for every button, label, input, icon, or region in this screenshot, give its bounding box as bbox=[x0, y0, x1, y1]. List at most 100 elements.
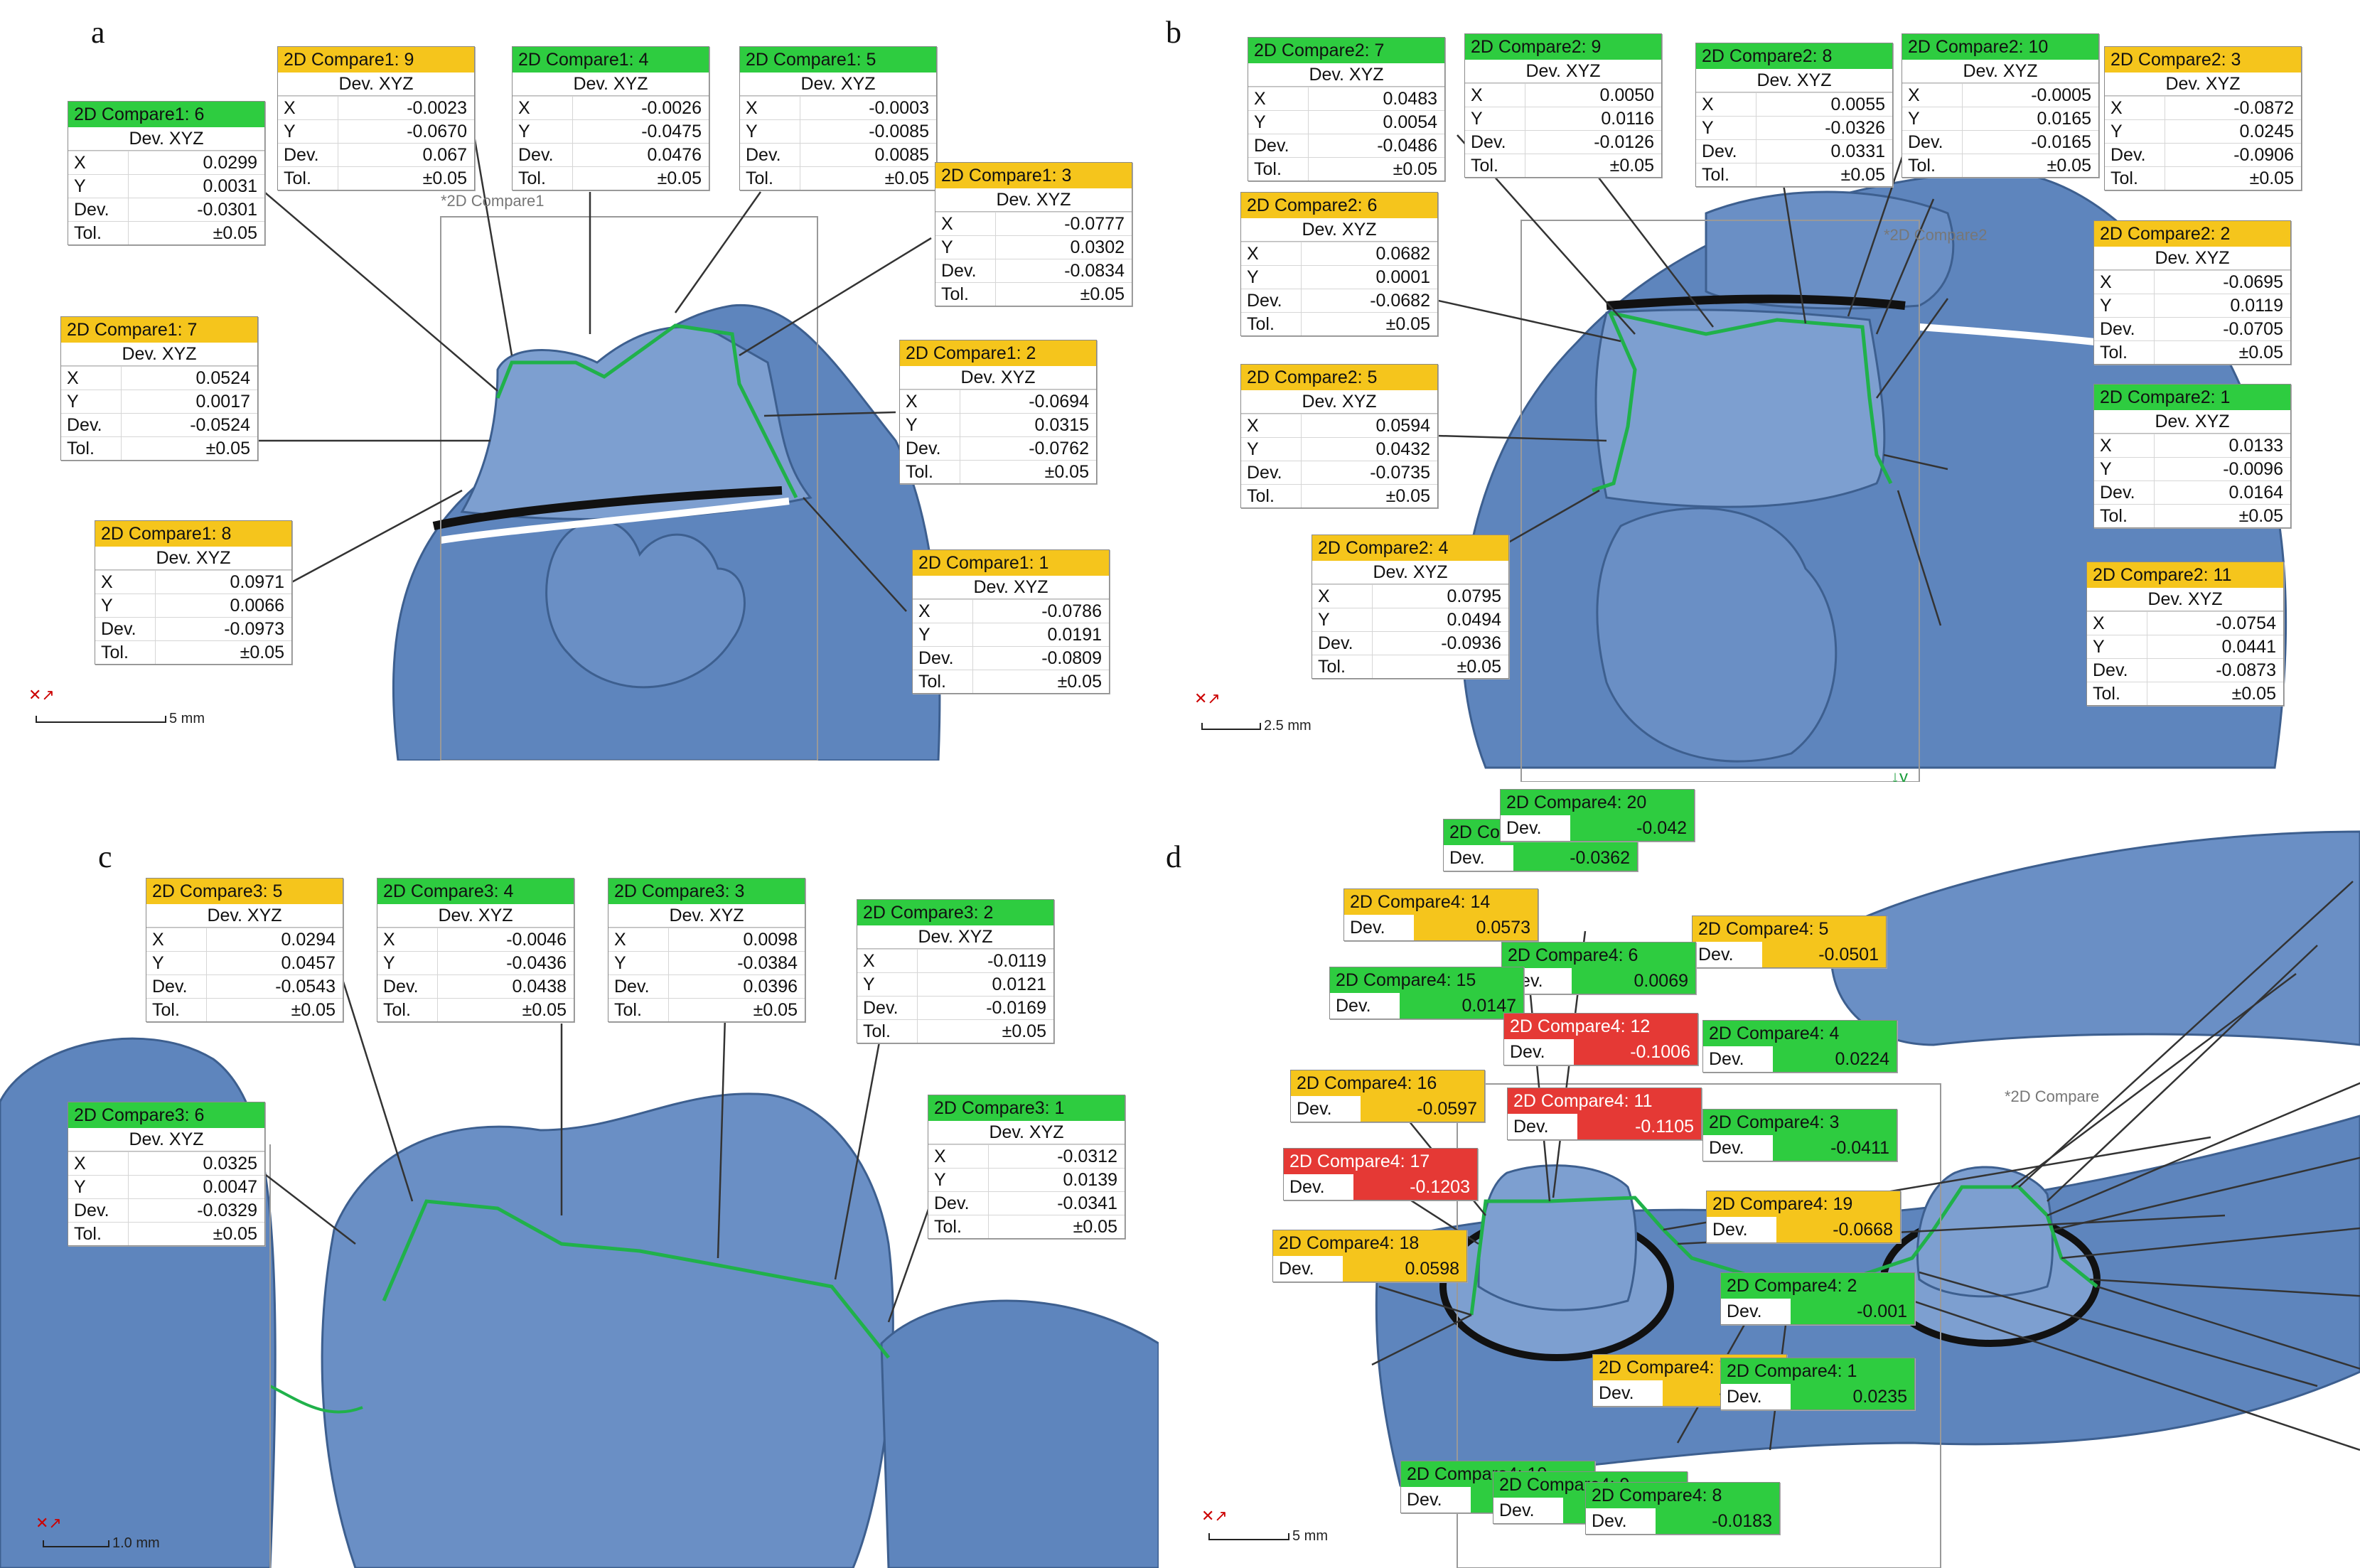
annotation-key: X bbox=[2094, 434, 2155, 457]
annotation-subtitle: Dev. XYZ bbox=[146, 904, 343, 928]
annotation-row: Tol.±0.05 bbox=[608, 998, 805, 1021]
annotation-row: Y-0.0670 bbox=[278, 119, 474, 143]
annotation-key: Dev. bbox=[1465, 131, 1525, 154]
annotation-title: 2D Compare1: 5 bbox=[740, 47, 936, 73]
ghost-label-a: *2D Compare1 bbox=[441, 192, 545, 210]
annotation-key: Dev. bbox=[1693, 942, 1762, 967]
profile-line-c2 bbox=[269, 1385, 363, 1414]
annotation-row: Tol.±0.05 bbox=[2087, 682, 2283, 705]
annotation-row: Dev.-0.0543 bbox=[146, 974, 343, 998]
annotation-title: 2D Compare3: 1 bbox=[928, 1095, 1125, 1121]
annotation-value: -0.0973 bbox=[224, 619, 284, 639]
annotation-row: X-0.0023 bbox=[278, 96, 474, 119]
annotation-value: -0.0786 bbox=[1041, 601, 1102, 621]
annotation-row: X-0.0026 bbox=[513, 96, 709, 119]
annotation-key: Dev. bbox=[1508, 1114, 1577, 1139]
annotation-key: Dev. bbox=[913, 647, 973, 670]
annotation-subtitle: Dev. XYZ bbox=[928, 1121, 1125, 1144]
annotation-value: 0.0047 bbox=[203, 1177, 257, 1197]
annotation-subtitle: Dev. XYZ bbox=[1696, 69, 1892, 92]
annotation-value: -0.0543 bbox=[275, 977, 336, 997]
annotation-key: X bbox=[1241, 414, 1302, 437]
annotation-key: X bbox=[900, 390, 960, 413]
annotation-key: Tol. bbox=[857, 1020, 918, 1043]
annotation-value: 0.0438 bbox=[512, 977, 567, 997]
annotation-value: -0.0183 bbox=[1656, 1508, 1779, 1534]
annotation-key: Y bbox=[513, 120, 573, 143]
model-a-teeth bbox=[545, 519, 746, 689]
annotation-title: 2D Compare2: 4 bbox=[1312, 535, 1508, 561]
annotation-title: 2D Compare2: 5 bbox=[1241, 365, 1437, 390]
annotation-key: Dev. bbox=[1504, 1039, 1574, 1065]
annotation-key: Dev. bbox=[608, 975, 669, 998]
annotation-key: Dev. bbox=[740, 144, 800, 166]
annotation-key: Dev. bbox=[68, 1199, 129, 1222]
annotation-value: -0.0754 bbox=[2216, 613, 2276, 633]
annotation-key: Y bbox=[1465, 107, 1525, 130]
annotation-row: Dev.-0.0362 bbox=[1444, 845, 1637, 871]
annotation-subtitle: Dev. XYZ bbox=[1241, 218, 1437, 242]
annotation-value: 0.0245 bbox=[2239, 122, 2294, 141]
annotation-value: -0.0169 bbox=[986, 998, 1046, 1018]
annotation-title: 2D Compare1: 4 bbox=[513, 47, 709, 73]
abutment-left bbox=[1477, 1164, 1637, 1311]
annotation-value: ±0.05 bbox=[1609, 156, 1654, 176]
annotation-row: Tol.±0.05 bbox=[95, 640, 291, 664]
annotation-key: Tol. bbox=[900, 461, 960, 483]
annotation-row: Dev.0.0438 bbox=[377, 974, 574, 998]
annotation-key: Y bbox=[2094, 458, 2155, 480]
annotation-row: X-0.0754 bbox=[2087, 611, 2283, 635]
annotation-value: -0.0301 bbox=[197, 200, 257, 220]
annotation-row: Tol.±0.05 bbox=[1248, 157, 1444, 181]
y-axis-label-b: ↓y bbox=[1891, 768, 1908, 782]
annotation-key: Dev. bbox=[1273, 1256, 1343, 1282]
annotation-row: Dev.-0.0169 bbox=[857, 996, 1053, 1019]
annotation-row: X-0.0872 bbox=[2105, 96, 2301, 119]
